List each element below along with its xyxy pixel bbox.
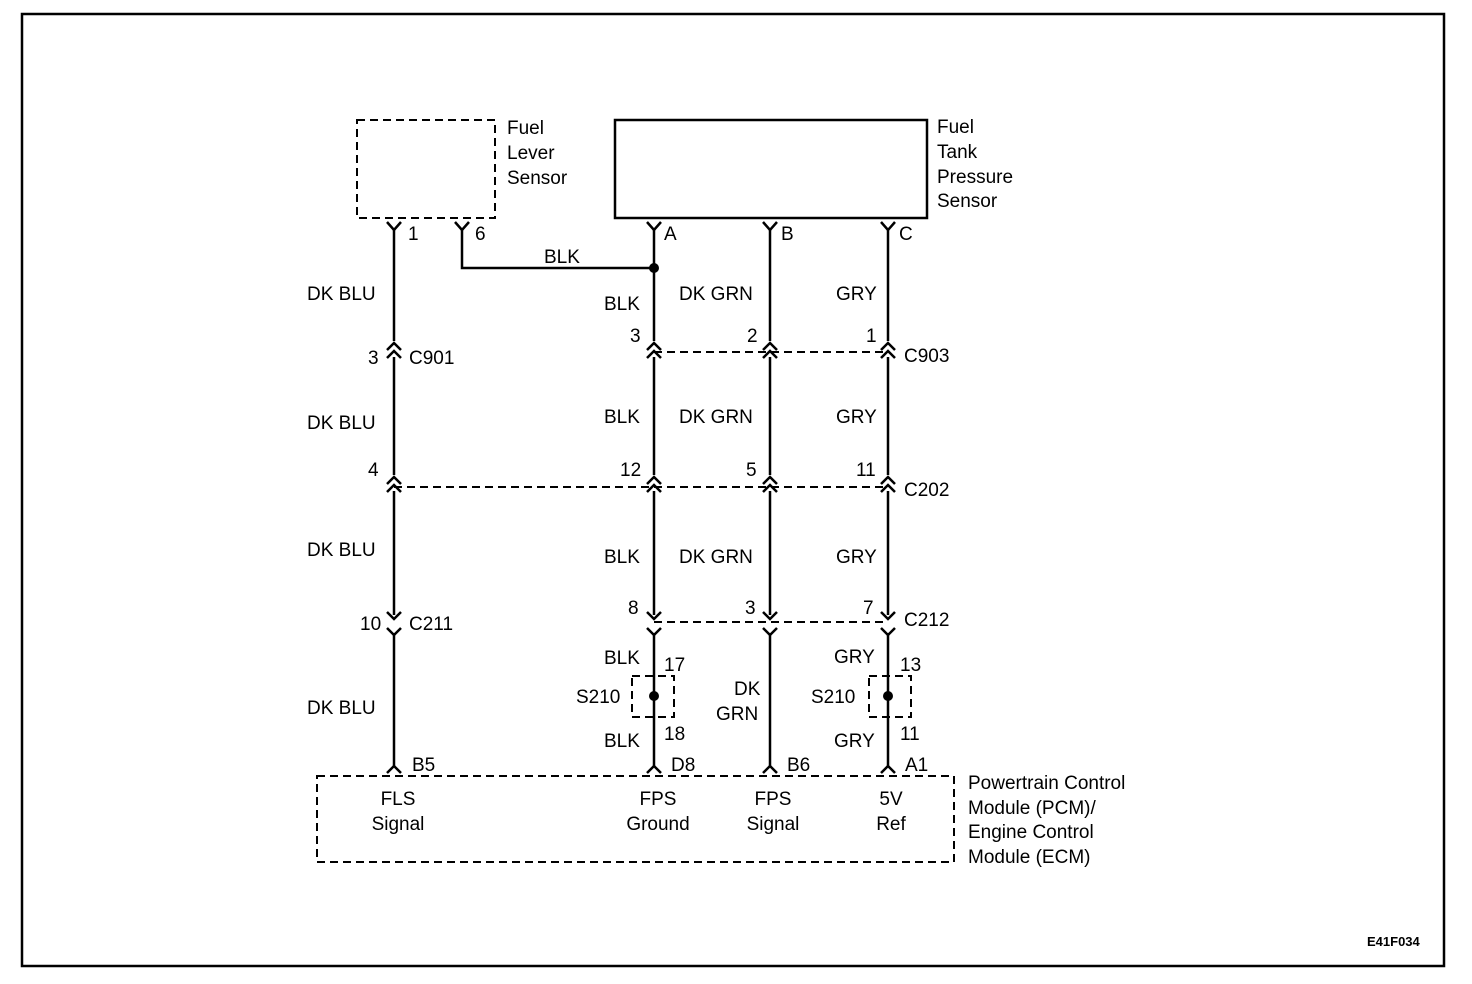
c903-pin-grn: 2 — [747, 326, 758, 347]
fls-pin-6: 6 — [475, 224, 486, 245]
wire-color-blk-2: BLK — [604, 407, 640, 428]
figure-id: E41F034 — [1367, 934, 1421, 949]
c901-name: C901 — [409, 348, 454, 369]
wire-color-dk-grn-3: DK GRN — [679, 547, 753, 568]
wire-color-gry-2: GRY — [836, 407, 877, 428]
pcm-label-2: Module (PCM)/ — [968, 798, 1096, 819]
c903-name: C903 — [904, 346, 949, 367]
fuel-level-sensor-box — [356, 119, 496, 219]
splice-left-name: S210 — [576, 687, 620, 708]
wire-color-gry-5: GRY — [834, 731, 875, 752]
pcm-module-box — [316, 775, 955, 863]
pcm-b5-label-1: FLS — [381, 789, 416, 810]
splice-right-pin-top: 13 — [900, 655, 921, 676]
c202-pin-grn: 5 — [746, 460, 757, 481]
c903-pin-gry: 1 — [866, 326, 877, 347]
pcm-b5-label-2: Signal — [372, 814, 425, 835]
wires — [392, 230, 890, 766]
ftp-sensor-label-4: Sensor — [937, 191, 998, 212]
wire-color-gry-1: GRY — [836, 284, 877, 305]
sensor-pin-marks — [386, 221, 896, 232]
wire-color-blk-5: BLK — [604, 731, 640, 752]
wire-color-blk-1: BLK — [604, 294, 640, 315]
c212-pin-gry: 7 — [863, 598, 874, 619]
fuel-level-sensor-label-1: Fuel — [507, 118, 544, 139]
splice-right-name: S210 — [811, 687, 855, 708]
connector-marks — [386, 341, 896, 774]
wire-color-gry-3: GRY — [836, 547, 877, 568]
ftp-pin-b: B — [781, 224, 794, 245]
pcm-a1-label-2: Ref — [876, 814, 906, 835]
splice-s210-left-dot — [649, 691, 659, 701]
ftp-pin-c: C — [899, 224, 913, 245]
wire-color-blk-3: BLK — [604, 547, 640, 568]
splice-s210-left-box — [631, 675, 675, 718]
pcm-d8-label-1: FPS — [640, 789, 677, 810]
wire-color-dk-blu-4: DK BLU — [307, 698, 376, 719]
ftp-sensor-label-1: Fuel — [937, 117, 974, 138]
pcm-b6-label-2: Signal — [747, 814, 800, 835]
wire-color-grn: GRN — [716, 704, 758, 725]
c212-pin-blk: 8 — [628, 598, 639, 619]
pcm-pin-a1: A1 — [905, 755, 928, 776]
fuel-tank-pressure-sensor-box — [613, 118, 929, 220]
fuel-level-sensor-label-3: Sensor — [507, 168, 568, 189]
c202-pin-gry: 11 — [856, 460, 876, 481]
c202-name: C202 — [904, 480, 949, 501]
c211-pin: 10 — [360, 614, 381, 635]
c212-pin-grn: 3 — [745, 598, 756, 619]
c211-name: C211 — [409, 614, 453, 635]
splice-right-pin-bottom: 11 — [900, 724, 920, 745]
splice-s210-right-box — [868, 675, 912, 718]
wire-color-blk-4: BLK — [604, 648, 640, 669]
pcm-label-1: Powertrain Control — [968, 773, 1125, 794]
pcm-label-3: Engine Control — [968, 822, 1094, 843]
wire-color-dk-grn-1: DK GRN — [679, 284, 753, 305]
c212-name: C212 — [904, 610, 949, 631]
c202-pin-fls: 4 — [368, 460, 379, 481]
ftp-sensor-label-3: Pressure — [937, 167, 1013, 188]
ftp-pin-a: A — [664, 224, 677, 245]
pcm-b6-label-1: FPS — [755, 789, 792, 810]
pcm-label-4: Module (ECM) — [968, 847, 1090, 868]
pcm-pin-d8: D8 — [671, 755, 695, 776]
c903-pin-blk: 3 — [630, 326, 641, 347]
c901-pin: 3 — [368, 348, 379, 369]
wire-color-gry-4: GRY — [834, 647, 875, 668]
pcm-pin-b6: B6 — [787, 755, 810, 776]
wire-color-dk-blu-2: DK BLU — [307, 413, 376, 434]
blk-splice-dot — [649, 263, 659, 273]
pcm-d8-label-2: Ground — [626, 814, 689, 835]
splice-left-pin-top: 17 — [664, 655, 685, 676]
fls-pin-1: 1 — [408, 224, 419, 245]
wire-color-blk-top: BLK — [544, 247, 580, 268]
splice-s210-right-dot — [883, 691, 893, 701]
fuel-level-sensor-label-2: Lever — [507, 143, 555, 164]
splice-left-pin-bottom: 18 — [664, 724, 685, 745]
diagram-frame — [20, 12, 1446, 968]
wire-color-dk-blu-3: DK BLU — [307, 540, 376, 561]
ftp-sensor-label-2: Tank — [937, 142, 978, 163]
c202-pin-blk: 12 — [620, 460, 641, 481]
wire-color-dk: DK — [734, 679, 761, 700]
wire-color-dk-grn-2: DK GRN — [679, 407, 753, 428]
pcm-pin-b5: B5 — [412, 755, 435, 776]
pcm-a1-label-1: 5V — [879, 789, 903, 810]
wire-color-dk-blu-1: DK BLU — [307, 284, 376, 305]
